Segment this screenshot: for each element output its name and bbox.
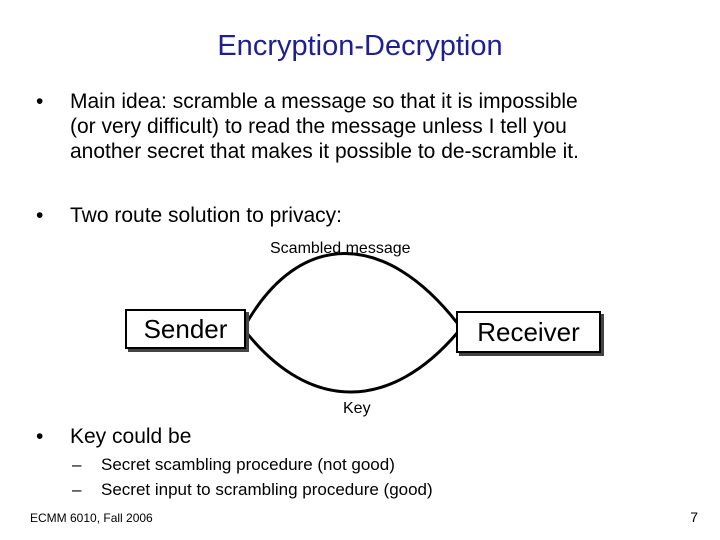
slide-footer: ECMM 6010, Fall 2006 bbox=[30, 511, 153, 525]
sender-box: Sender bbox=[125, 309, 246, 349]
bullet-text-line: Main idea: scramble a message so that it… bbox=[70, 90, 578, 113]
key-route bbox=[244, 331, 460, 394]
sub-bullet-text: Secret input to scrambling procedure (go… bbox=[101, 480, 433, 499]
scrambled-message-label: Scambled message bbox=[270, 240, 411, 257]
page-number: 7 bbox=[690, 509, 698, 525]
sub-bullet-marker: – bbox=[72, 480, 82, 499]
bullet-marker: • bbox=[36, 90, 44, 113]
slide-title: Encryption-Decryption bbox=[217, 30, 503, 62]
bullet-marker: • bbox=[36, 425, 44, 448]
bullet-text-line: another secret that makes it possible to… bbox=[70, 140, 579, 163]
receiver-box: Receiver bbox=[456, 311, 601, 353]
bullet-text-line: Two route solution to privacy: bbox=[70, 204, 342, 227]
bullet-marker: • bbox=[36, 204, 44, 227]
key-label: Key bbox=[343, 400, 371, 417]
sub-bullet-text: Secret scambling procedure (not good) bbox=[101, 455, 395, 474]
bullet-text-line: (or very difficult) to read the message … bbox=[70, 115, 567, 138]
bullet-text-line: Key could be bbox=[70, 425, 192, 448]
scrambled-message-route bbox=[244, 252, 460, 325]
sub-bullet-marker: – bbox=[72, 455, 82, 474]
